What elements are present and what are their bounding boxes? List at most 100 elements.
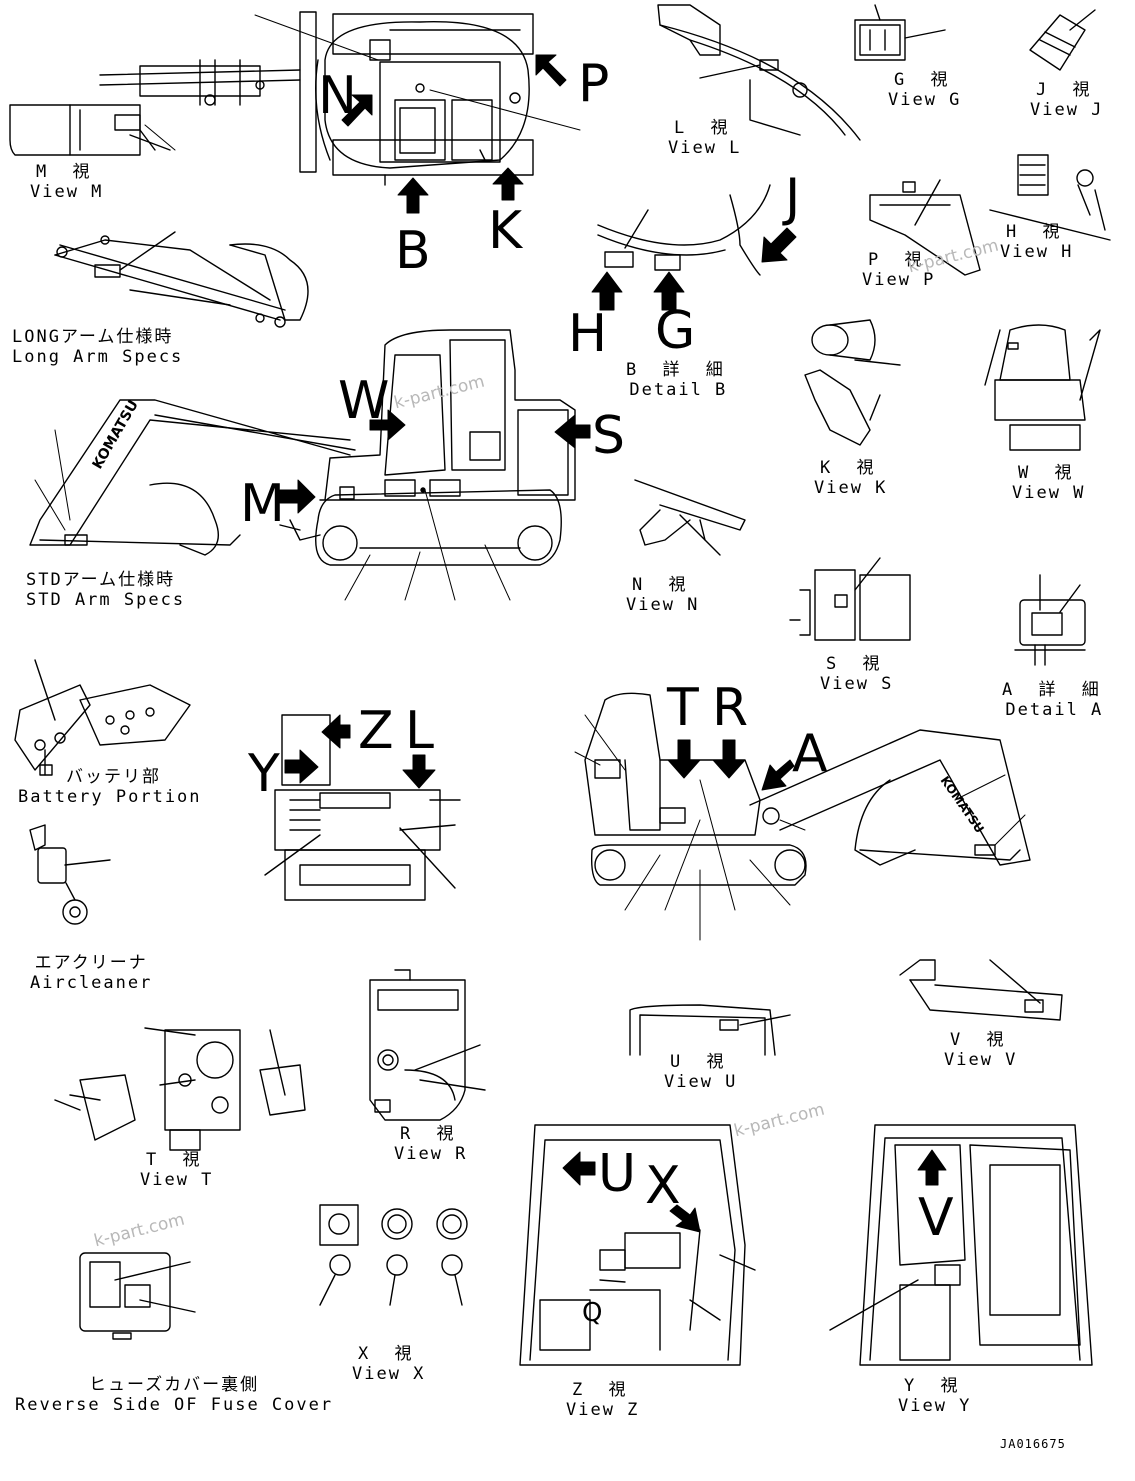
caption-view-t-en: View T (140, 1170, 214, 1190)
caption-view-w-jp: W 視 (1017, 463, 1080, 483)
caption-detail-a-jp: A 詳 細 (1002, 680, 1107, 700)
letter-r: R (712, 678, 749, 738)
caption-view-v-jp: V 視 (949, 1030, 1012, 1050)
letter-z: Z (358, 701, 394, 761)
view-w-drawing (984, 324, 1101, 451)
leader-lines-right (574, 714, 1026, 941)
caption-view-j-jp: J 視 (1035, 80, 1098, 100)
caption-view-g-jp: G 視 (893, 70, 956, 90)
view-p-drawing (869, 179, 981, 276)
caption-view-z-en: View Z (566, 1400, 640, 1420)
caption-detail-b-en: Detail B (629, 380, 728, 400)
caption-long-arm-en: Long Arm Specs (12, 347, 184, 367)
letter-m: M (240, 474, 285, 534)
fuse-cover-drawing (79, 1252, 196, 1340)
view-r-drawing (369, 969, 486, 1121)
letter-w: W (338, 371, 390, 431)
leader-lines-top (144, 14, 581, 151)
caption-view-r-en: View R (394, 1144, 468, 1164)
view-z-drawing (519, 1124, 756, 1366)
leader-lines-main (34, 429, 511, 601)
caption-detail-a-en: Detail A (1005, 700, 1104, 720)
battery-drawing (14, 659, 191, 776)
caption-view-m-en: View M (30, 182, 104, 202)
view-x-drawing (319, 1204, 468, 1306)
drawing-code: JA016675 (1000, 1437, 1066, 1451)
letter-u: U (598, 1144, 637, 1204)
right-side-machine-drawing: KOMATSU (584, 692, 1031, 886)
view-u-drawing (629, 1004, 791, 1056)
view-t-drawing (54, 1027, 306, 1151)
caption-view-n-jp: N 視 (631, 575, 694, 595)
letter-q: Q (582, 1298, 603, 1328)
direction-arrows (279, 54, 947, 1233)
view-j-drawing (1029, 9, 1096, 71)
caption-view-p-en: View P (862, 270, 936, 290)
caption-view-h-jp: H 視 (1005, 222, 1068, 242)
caption-view-u-jp: U 視 (669, 1052, 732, 1072)
caption-aircleaner-en: Aircleaner (30, 973, 153, 993)
view-v-drawing (899, 959, 1063, 1021)
view-g-drawing (854, 4, 946, 61)
letter-p: P (578, 54, 610, 114)
caption-std-arm-en: STD Arm Specs (26, 590, 186, 610)
caption-view-s-en: View S (820, 674, 894, 694)
caption-view-y-jp: Y 視 (903, 1376, 966, 1396)
view-s-drawing (789, 557, 911, 641)
caption-fuse-cover-jp: ヒューズカバー裏側 (88, 1375, 260, 1395)
caption-battery-en: Battery Portion (18, 787, 202, 807)
caption-view-t-jp: T 視 (145, 1150, 208, 1170)
caption-view-m-jp: M 視 (35, 162, 98, 182)
caption-view-y-en: View Y (898, 1396, 972, 1416)
caption-view-l-en: View L (668, 138, 742, 158)
caption-view-l-jp: L 視 (673, 118, 736, 138)
letter-j: J (785, 168, 801, 228)
caption-view-h-en: View H (1000, 242, 1074, 262)
brand-label-right: KOMATSU (938, 774, 987, 836)
letter-l: L (405, 701, 434, 761)
detail-a-drawing (1014, 574, 1086, 666)
view-m-drawing (9, 104, 171, 156)
long-arm-drawing (54, 231, 309, 328)
caption-view-v-en: View V (944, 1050, 1018, 1070)
view-n-drawing (634, 479, 746, 556)
top-view-drawing (99, 11, 534, 186)
rear-view-drawing (264, 714, 461, 901)
letter-k: K (488, 201, 523, 261)
letter-b: B (395, 221, 431, 281)
letter-x: X (645, 1156, 681, 1216)
caption-long-arm-jp: LONGアーム仕様時 (12, 327, 174, 347)
caption-view-r-jp: R 視 (399, 1124, 462, 1144)
view-k-drawing (804, 319, 901, 446)
caption-view-u-en: View U (664, 1072, 738, 1092)
caption-view-w-en: View W (1012, 483, 1086, 503)
caption-aircleaner-jp: エアクリーナ (34, 953, 148, 973)
letter-n: N (318, 66, 357, 126)
caption-view-n-en: View N (626, 595, 700, 615)
caption-view-k-en: View K (814, 478, 888, 498)
detail-b-drawing (597, 184, 771, 276)
